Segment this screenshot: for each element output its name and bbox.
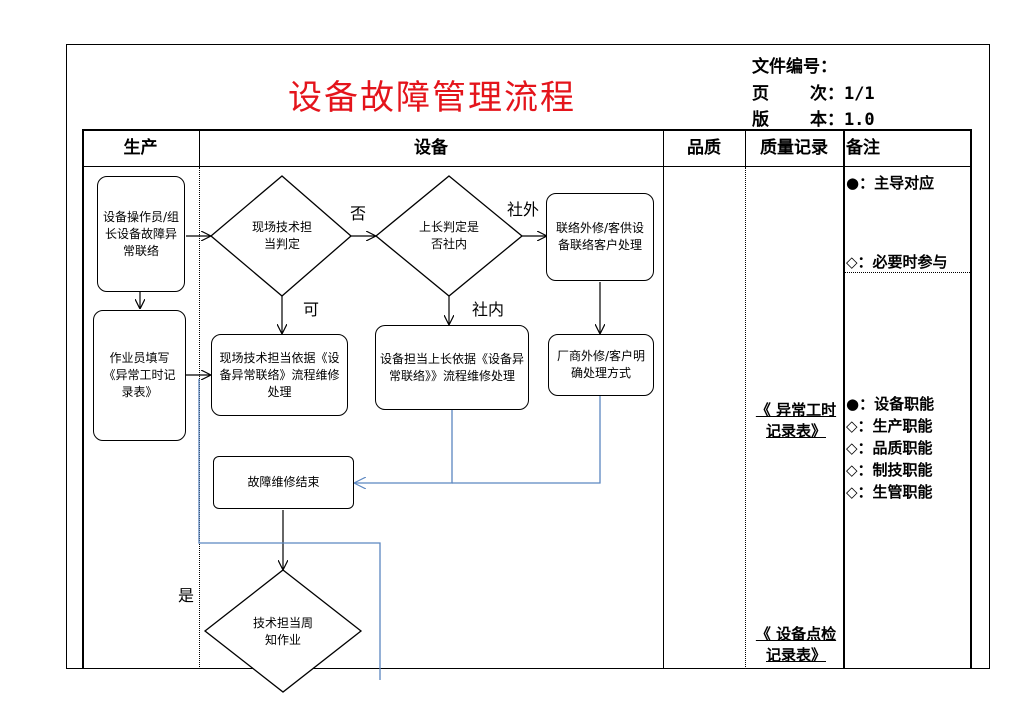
record-equipment-check: 《 设备点检记录表》 [755,625,837,664]
node-operator-contact-text: 设备操作员/组长设备故障异常联络 [102,209,180,258]
node-vendor-method-text: 厂商外修/客户明确处理方式 [556,349,646,380]
header-quality-record: 质量记录 [760,138,828,158]
record-abnormal-hours: 《 异常工时记录表》 [755,401,837,440]
edge-label-yes: 是 [178,586,195,605]
node-repair-end: 故障维修结束 [213,456,354,509]
remark-role-equipment: ●：设备职能 [846,395,935,413]
node-tech-repair: 现场技术担当依据《设备异常联络》流程维修处理 [211,334,348,416]
table-right-border [970,129,972,669]
edge-label-no: 否 [350,204,367,223]
table-left-border [82,129,84,669]
remark-role-quality: ◇：品质职能 [846,439,933,457]
header-equipment: 设备 [414,138,448,158]
col-divider-quality [745,129,746,167]
node-operator-fill-text: 作业员填写《异常工时记录表》 [103,351,176,399]
node-external-contact-text: 联络外修/客供设备联络客户处理 [555,221,645,252]
node-supervisor-repair: 设备担当上长依据《设备异常联络》》流程维修处理 [375,325,529,410]
remarks-separator [844,272,970,273]
decision-tech-notify [203,569,363,693]
node-operator-contact: 设备操作员/组长设备故障异常联络 [97,176,185,292]
header-remarks: 备注 [846,138,880,158]
remark-role-tech: ◇：制技职能 [846,461,933,479]
edge-label-yes-ok: 可 [303,300,320,319]
node-external-contact: 联络外修/客供设备联络客户处理 [546,193,654,281]
node-repair-end-text: 故障维修结束 [247,475,320,489]
col-divider-quality-dotted [745,167,746,669]
header-bottom-border [82,166,972,167]
page-title: 设备故障管理流程 [288,78,576,118]
remark-role-production: ◇：生产职能 [846,417,933,435]
version-number: 版 本：1.0 [752,110,875,130]
remark-participate: ◇：必要时参与 [846,253,948,271]
decision-supervisor-judge-text: 上长判定是否社内 [418,220,479,251]
col-divider-record [843,129,845,669]
node-tech-repair-text: 现场技术担当依据《设备异常联络》流程维修处理 [219,350,340,399]
doc-number: 文件编号： [752,57,837,77]
remark-role-production-mgmt: ◇：生管职能 [846,483,933,501]
node-operator-fill: 作业员填写《异常工时记录表》 [93,310,186,441]
table-top-border [82,129,972,131]
col-divider-production [199,129,200,167]
remark-lead: ●：主导对应 [846,174,935,192]
header-quality: 品质 [687,138,721,158]
header-production: 生产 [123,138,158,158]
document-frame [66,44,990,669]
edge-label-inside: 社内 [472,300,505,319]
col-divider-equipment [663,129,664,669]
page-number: 页 次：1/1 [752,84,875,104]
decision-tech-judge-text: 现场技术担当判定 [251,220,312,251]
edge-label-outside: 社外 [507,200,540,219]
node-vendor-method: 厂商外修/客户明确处理方式 [548,334,654,396]
decision-tech-notify-text: 技术担当周知作业 [252,616,313,647]
node-supervisor-repair-text: 设备担当上长依据《设备异常联络》》流程维修处理 [380,351,525,383]
